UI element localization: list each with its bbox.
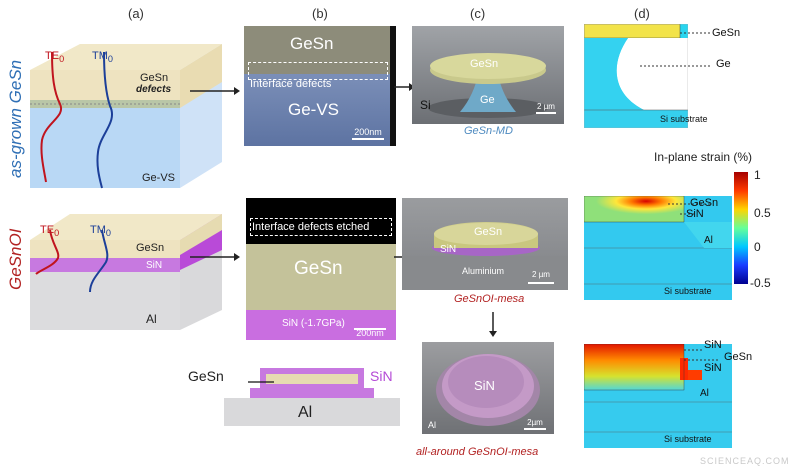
arrow-down [489,312,497,337]
column-label-a: (a) [128,6,144,21]
caption-gesnoi-mesa: GeSnOI-mesa [454,293,525,305]
interface-defects-label: Interface defects [250,78,332,90]
colorbar-tick-0: 0 [754,240,761,254]
sem-image-mid [402,198,568,290]
watermark: SCIENCEAQ.COM [700,456,790,466]
sim-bot-gesn-label: GeSn [724,351,753,363]
column-label-b: (b) [312,6,328,21]
sem-mid-al-label: Aluminium [462,266,505,276]
sim-bot-sub-label: Si substrate [664,434,712,444]
sin-layer-label: SiN [146,260,163,271]
sem-scale-bar [536,112,556,114]
cross-section-diagram [224,368,400,426]
ge-vs-label: Ge-VS [142,172,176,184]
gesn-layer-label-bottom: GeSn [136,242,165,254]
scale-label-bottom: 200nm [356,328,384,338]
cross-al-label: Al [298,404,313,421]
cross-sin-label: SiN [370,368,393,384]
panel-a-top-stack [30,44,222,189]
sem-image-top [412,26,564,124]
gesn-layer-label: GeSn [140,72,169,84]
interface-defects-box [248,62,388,80]
sim-mid-gesn-label: GeSn [690,197,719,209]
tem-image-top [244,26,396,146]
panel-a-bottom-stack [30,214,222,330]
colorbar-tick-0-5: 0.5 [754,206,771,220]
sem-mid-sin-label: SiN [440,244,457,255]
strain-map-bottom [584,344,732,448]
arrow-a-b-top [190,87,240,95]
sim-top-ge-label: Ge [716,58,731,70]
interface-etched-box [250,218,392,236]
sem-mid-scale-label: 2 µm [532,270,550,279]
row-label-as-grown: as-grown GeSn [6,59,25,178]
sem-si-label: Si [420,98,431,112]
sem-mid-gesn-label: GeSn [474,226,503,238]
sim-bot-sin1-label: SiN [704,339,722,351]
tm-mode-label-bottom: TM0 [90,224,111,239]
strain-mid-leaders [668,203,710,215]
sem-gesn-label: GeSn [470,58,499,70]
scale-label: 200nm [354,127,382,137]
strain-top-leaders [640,32,710,67]
caption-all-around: all-around GeSnOI-mesa [416,446,539,458]
cross-gesn-label: GeSn [188,368,224,384]
sem-bottom-sin-label: SiN [474,378,495,393]
tem-gesn-bottom-label: GeSn [294,258,343,279]
sem-mid-scale-bar [528,282,554,284]
column-label-c: (c) [470,6,486,21]
colorbar-title: In-plane strain (%) [654,150,753,164]
sim-top-gesn-label: GeSn [712,27,741,39]
sem-ge-label: Ge [480,94,495,106]
colorbar-tick-neg-0-5: -0.5 [750,276,771,290]
scale-bar-bottom [354,328,386,330]
tem-sin-label: SiN (-1.7GPa) [282,318,345,329]
interface-etched-label: Interface defects etched [252,221,370,233]
sim-mid-al-label: Al [704,235,713,246]
sim-bot-al-label: Al [700,388,709,399]
sim-mid-sin-label: SiN [686,208,704,220]
caption-gesn-md: GeSn-MD [464,125,513,137]
te-mode-label: TE0 [45,50,65,65]
sem-bottom-al-label: Al [428,420,437,430]
column-label-d: (d) [634,6,650,21]
colorbar [734,172,748,284]
tem-gevs-label: Ge-VS [288,100,340,119]
tem-gesn-label: GeSn [290,34,334,53]
sem-bottom-scale-bar [524,428,546,430]
sem-scale-label: 2 µm [537,102,555,111]
tem-image-bottom [246,198,396,340]
defects-label: defects [136,84,172,95]
row-label-gesnoi: GeSnOI [6,228,25,290]
arrow-a-b-bottom [190,253,240,261]
sem-image-bottom [422,342,554,434]
te-mode-label-bottom: TE0 [40,224,60,239]
colorbar-tick-1: 1 [754,168,761,182]
scale-bar [352,138,384,140]
sim-bot-sin2-label: SiN [704,362,722,374]
strain-map-mid [584,196,732,300]
sim-top-sub-label: Si substrate [660,114,708,124]
strain-bottom-leaders [684,349,720,361]
sim-mid-sub-label: Si substrate [664,286,712,296]
tm-mode-label: TM0 [92,50,113,65]
al-layer-label: Al [146,312,157,326]
strain-map-top [584,24,688,128]
sem-bottom-scale-label: 2µm [527,418,543,427]
